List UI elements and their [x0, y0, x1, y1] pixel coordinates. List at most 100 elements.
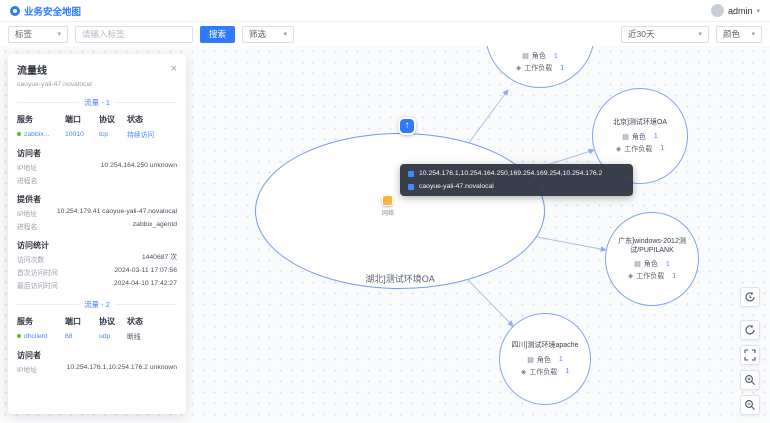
filter-select-label: 筛选: [249, 29, 267, 39]
role-stat: ▤ 角色 1: [522, 51, 558, 61]
flow1-provider-process: zabbix_agentd: [132, 221, 177, 228]
host-marker-icon: [408, 183, 414, 190]
toolbar: 标签 ▾ 搜索 筛选 ▾ 近30天 ▾ 颜色 ▾: [0, 22, 770, 46]
arrow-up-icon: ↑: [404, 120, 410, 131]
panel-title: 流量线: [17, 66, 47, 77]
role-stat: ▤ 角色 1: [634, 259, 670, 269]
chevron-down-icon: ▾: [283, 31, 288, 38]
provider-section-title: 提供者: [17, 195, 41, 204]
last-time-label: 最后访问时间: [17, 283, 58, 290]
visit-count-label: 访问次数: [17, 257, 45, 264]
group-label: 广东]windows-2012测试/PUPILANK: [618, 237, 686, 254]
close-icon[interactable]: ×: [170, 63, 177, 75]
workload-label: 工作负载: [636, 273, 665, 281]
kv-row: 进程名: [17, 175, 177, 185]
flow1-first-time: 2024-03-11 17:07:56: [114, 267, 177, 274]
flow-detail-panel: 流量线 × caoyue-yali-47.novalocal 流量 - 1 服务…: [8, 54, 186, 414]
workload-count: 1: [560, 64, 565, 72]
role-label: 角色: [643, 261, 658, 269]
chevron-down-icon: ▾: [751, 31, 755, 38]
process-label: 进程名: [17, 224, 38, 231]
toolbar-right: 近30天 ▾ 颜色 ▾: [621, 25, 762, 43]
flow1-provider-ip: 10.254.179.41 caoyue-yali-47.novalocal: [56, 208, 177, 215]
flow1-divider-label: 流量 - 1: [84, 98, 110, 107]
role-icon: ▤: [522, 53, 529, 60]
first-time-label: 首次访问时间: [17, 270, 58, 277]
zoom-in-button[interactable]: [740, 370, 760, 390]
color-select-label: 颜色: [723, 29, 741, 39]
flow2-divider-label: 流量 - 2: [84, 300, 110, 309]
zoom-out-button[interactable]: [740, 395, 760, 415]
flow1-port: 10010: [65, 130, 84, 138]
kv-row: IP地址 10.254.176.1,10.254.176.2 unknown: [17, 364, 177, 374]
topology-canvas[interactable]: 湖北]测试环境OA ↑ 网络 10.254.176.1,10.254.164.2…: [0, 46, 770, 423]
group-sichuan-apache[interactable]: 四川]测试环境apache ▤ 角色 1 ◈ 工作负载 1: [499, 313, 591, 405]
flow1-service[interactable]: zabbix...: [17, 131, 65, 138]
role-stat: ▤ 角色 1: [622, 132, 658, 142]
time-range-label: 近30天: [628, 29, 655, 39]
online-dot-icon: [17, 132, 21, 136]
flow2-visitor-ip: 10.254.176.1,10.254.176.2 unknown: [66, 364, 177, 371]
flow2-divider: 流量 - 2: [17, 299, 177, 310]
flow1-table: 服务 端口 协议 状态 zabbix... 10010 tcp 持续访问: [17, 114, 177, 139]
header: 业务安全地图 admin ▾: [0, 0, 770, 22]
edge-center-to-top: [467, 89, 509, 145]
user-menu[interactable]: admin ▾: [710, 4, 760, 17]
role-icon: ▤: [634, 261, 641, 269]
col-header-status: 状态: [127, 317, 143, 326]
workload-label: 工作负载: [529, 368, 558, 376]
group-guangdong-windows[interactable]: 广东]windows-2012测试/PUPILANK ▤ 角色 1 ◈ 工作负载…: [605, 212, 699, 306]
color-select[interactable]: 颜色 ▾: [716, 25, 762, 43]
workload-node[interactable]: [382, 195, 393, 206]
flow2-service[interactable]: dhclient: [17, 333, 65, 340]
workload-stat: ◈ 工作负载 1: [628, 271, 676, 281]
search-input[interactable]: [75, 25, 193, 43]
time-range-select[interactable]: 近30天 ▾: [621, 25, 709, 43]
panel-header: 流量线 ×: [17, 62, 177, 78]
refresh-icon: [745, 324, 755, 335]
flow2-protocol: udp: [99, 332, 111, 340]
tooltip-ip-list: 10.254.176.1,10.254.164.250,169.254.169.…: [419, 170, 603, 177]
history-icon: [745, 291, 755, 302]
filter-select[interactable]: 筛选 ▾: [242, 25, 295, 43]
flow1-protocol: tcp: [99, 130, 109, 138]
app-title: 业务安全地图: [24, 6, 82, 18]
kv-row: 首次访问时间 2024-03-11 17:07:56: [17, 267, 177, 277]
chevron-down-icon: ▾: [756, 7, 760, 15]
fullscreen-button[interactable]: [740, 345, 760, 365]
kv-row: IP地址 10.254.164.250 unknown: [17, 162, 177, 172]
group-label: 四川]测试环境apache: [511, 342, 579, 350]
visitor-section-title: 访问者: [17, 149, 41, 158]
chevron-down-icon: ▾: [698, 31, 702, 38]
role-stat: ▤ 角色 1: [527, 355, 563, 365]
workload-label: 工作负载: [524, 65, 553, 72]
kv-row: 最后访问时间 2024-04-10 17:42:27: [17, 280, 177, 290]
stats-section-title: 访问统计: [17, 241, 49, 250]
flow1-visit-count: 1440687 次: [141, 254, 177, 261]
user-name: admin: [727, 5, 753, 16]
fullscreen-icon: [744, 349, 756, 361]
process-label: 进程名: [17, 178, 38, 185]
workload-count: 1: [672, 272, 677, 280]
flow1-last-time: 2024-04-10 17:42:27: [113, 280, 177, 287]
map-controls: [740, 287, 760, 415]
flow1-status[interactable]: 持续访问: [127, 132, 155, 139]
role-count: 1: [553, 52, 558, 60]
tag-select[interactable]: 标签 ▾: [8, 25, 68, 43]
col-header-service: 服务: [17, 115, 33, 124]
flow2-table: 服务 端口 协议 状态 dhclient 68 udp 断线: [17, 316, 177, 341]
workload-icon: ◈: [615, 145, 622, 153]
group-hubei-oa[interactable]: 湖北]测试环境OA: [255, 133, 545, 289]
search-button[interactable]: 搜索: [200, 25, 236, 43]
workload-label: 工作负载: [624, 145, 653, 153]
workload-icon: ◈: [520, 368, 527, 376]
role-count: 1: [558, 356, 563, 364]
col-header-service: 服务: [17, 317, 33, 326]
internet-node-icon[interactable]: ↑: [398, 117, 416, 135]
group-label: 湖北]测试环境OA: [365, 274, 435, 284]
history-button[interactable]: [740, 287, 760, 307]
edge-center-to-guangdong: [536, 236, 607, 252]
flow2-port: 68: [65, 332, 73, 340]
refresh-button[interactable]: [740, 320, 760, 340]
